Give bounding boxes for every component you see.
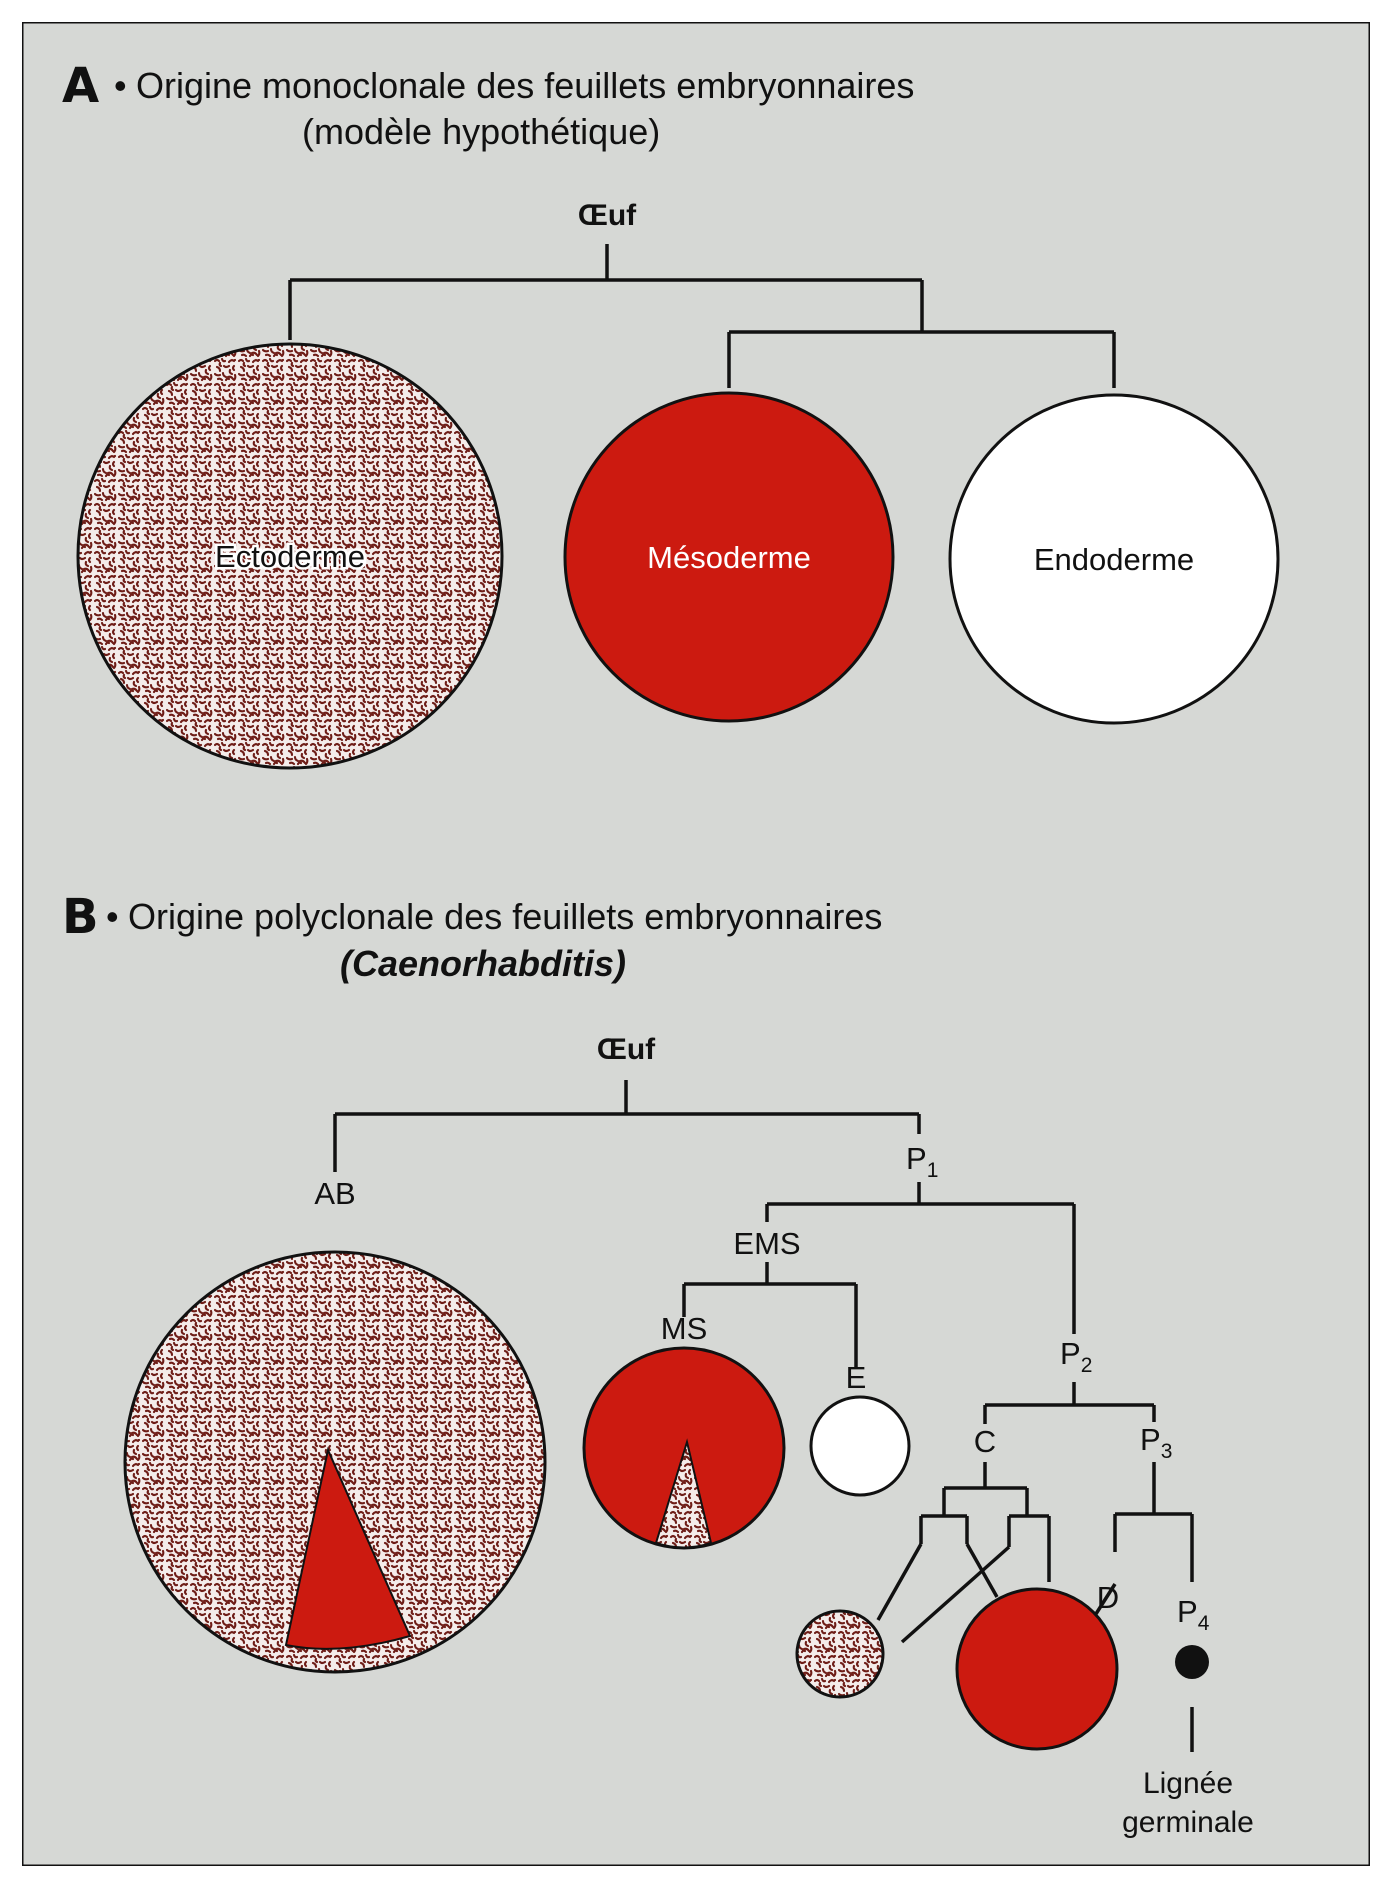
panel-b-title: Origine polyclonale des feuillets embryo… [128,896,882,937]
panel-b-egg-label: Œuf [597,1033,656,1066]
panel-a-bullet: • [114,65,127,106]
ab-circle [123,1250,547,1674]
panel-b-bullet: • [106,896,119,937]
endoderm-label: Endoderme [1034,542,1194,577]
panel-a-tree-lines [288,244,1116,388]
p1-label: P1 [906,1141,938,1182]
panel-a: A • Origine monoclonale des feuillets em… [62,58,1280,770]
p4-subscript: 4 [1198,1612,1210,1635]
p4-germ-cell [1175,1645,1209,1679]
ab-mesoderm-wedge [284,1446,412,1650]
endoderm-circle [948,393,1280,725]
p2-label: P2 [1060,1336,1092,1377]
c-mesoderm-circle [955,1587,1119,1751]
e-label: E [846,1360,867,1395]
panel-b: B • Origine polyclonale des feuillets em… [62,889,1254,1839]
panel-b-letter: B [62,889,99,945]
ems-label: EMS [733,1226,800,1261]
germline-label-line1: Lignée [1143,1767,1233,1800]
lineage-figure: A • Origine monoclonale des feuillets em… [20,20,1372,1868]
ectoderm-circle [76,342,504,770]
figure-frame: A • Origine monoclonale des feuillets em… [20,20,1372,1868]
mesoderm-circle [563,391,895,723]
germline-label-line2: germinale [1122,1806,1254,1839]
ab-label: AB [314,1176,355,1211]
d-label: D [1097,1580,1119,1615]
panel-a-subtitle: (modèle hypothétique) [302,111,660,152]
p1-subscript: 1 [927,1159,939,1182]
e-circle [809,1395,911,1497]
p4-label: P4 [1177,1594,1210,1635]
c-ectoderm-circle [795,1609,885,1699]
p2-subscript: 2 [1081,1354,1093,1377]
panel-b-subtitle: (Caenorhabditis) [340,943,626,984]
c-label: C [974,1424,996,1459]
ectoderm-label: Ectoderme [215,539,365,574]
mesoderm-label: Mésoderme [647,540,811,575]
ms-ectoderm-wedge [654,1438,713,1549]
panel-a-egg-label: Œuf [578,199,637,232]
panel-b-tree-lines [333,1080,1194,1752]
panel-a-title: Origine monoclonale des feuillets embryo… [136,65,914,106]
p3-subscript: 3 [1161,1440,1173,1463]
ms-label: MS [661,1311,708,1346]
panel-a-letter: A [62,58,99,114]
p3-label: P3 [1140,1422,1172,1463]
